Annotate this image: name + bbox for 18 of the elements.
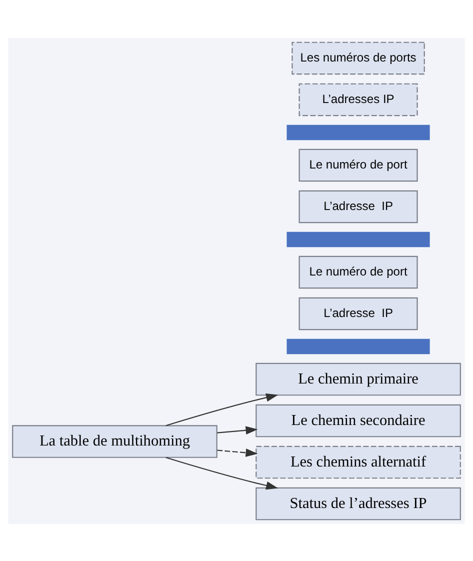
- node-box: Les numéros de ports: [292, 41, 425, 74]
- node-box: Les chemins alternatif: [256, 445, 461, 478]
- arrow: [166, 392, 278, 426]
- node-box: Le numéro de port: [298, 148, 418, 182]
- node-box: Le numéro de port: [298, 255, 418, 288]
- node-bar: [286, 124, 430, 140]
- node-box: Le chemin primaire: [256, 362, 461, 396]
- arrow: [166, 456, 278, 490]
- node-box: L’adresses IP: [298, 82, 418, 116]
- node-bar: [286, 231, 430, 247]
- arrow: [217, 426, 258, 434]
- node-box: Status de l’adresses IP: [256, 486, 461, 520]
- node-box: Le chemin secondaire: [256, 404, 461, 437]
- arrow: [217, 448, 258, 456]
- node-bar: [286, 338, 430, 354]
- node-box: L’adresse IP: [298, 190, 418, 223]
- node-box: L’adresse IP: [298, 296, 418, 330]
- node-box: La table de multihoming: [12, 424, 218, 458]
